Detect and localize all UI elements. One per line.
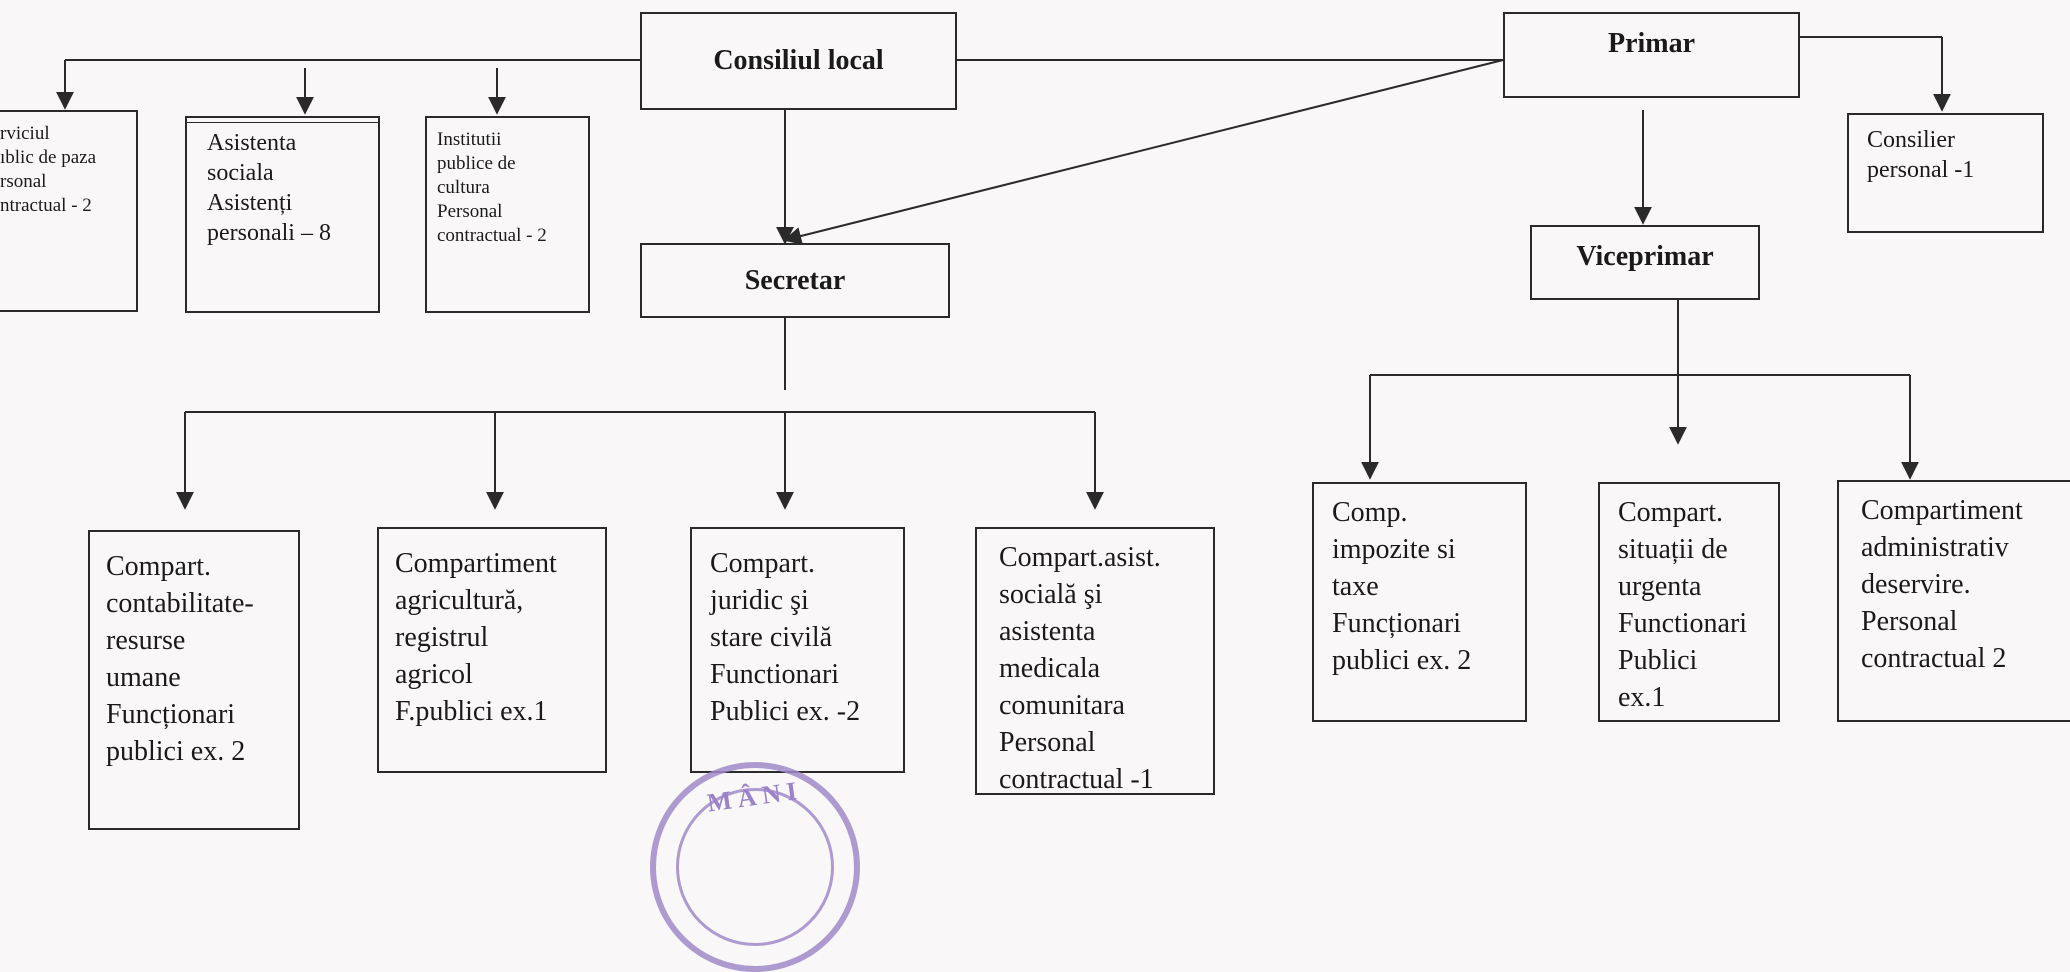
viceprimar-box: Viceprimar bbox=[1530, 225, 1760, 300]
compart-agricultura-box: Compartiment agricultură, registrul agri… bbox=[377, 527, 607, 773]
compart-asist-sociala-box: Compart.asist. socială şi asistenta medi… bbox=[975, 527, 1215, 795]
compart-asist-sociala-label: Compart.asist. socială şi asistenta medi… bbox=[999, 542, 1161, 795]
compart-agricultura-label: Compartiment agricultură, registrul agri… bbox=[395, 548, 557, 727]
asistenta-sociala-label: Asistenta sociala Asistenți personali – … bbox=[207, 130, 331, 246]
consiliul-local-box: Consiliul local bbox=[640, 12, 957, 110]
secretar-box: Secretar bbox=[640, 243, 950, 318]
compart-juridic-box: Compart. juridic şi stare civilă Functio… bbox=[690, 527, 905, 773]
compart-situatii-urgenta-box: Compart. situații de urgenta Functionari… bbox=[1598, 482, 1780, 722]
compartiment-administrativ-label: Compartiment administrativ deservire. Pe… bbox=[1861, 495, 2023, 674]
primar-box: Primar bbox=[1503, 12, 1800, 98]
compartiment-administrativ-box: Compartiment administrativ deservire. Pe… bbox=[1837, 480, 2070, 722]
institutii-cultura-label: Institutii publice de cultura Personal c… bbox=[437, 129, 547, 246]
official-stamp: MÂNI bbox=[650, 762, 860, 972]
consilier-personal-box: Consilier personal -1 bbox=[1847, 113, 2044, 233]
serviciul-paza-box: rviciul ıblic de paza rsonal ntractual -… bbox=[0, 110, 138, 312]
compart-contabilitate-box: Compart. contabilitate- resurse umane Fu… bbox=[88, 530, 300, 830]
comp-impozite-label: Comp. impozite si taxe Funcționari publi… bbox=[1332, 497, 1472, 676]
institutii-cultura-box: Institutii publice de cultura Personal c… bbox=[425, 116, 590, 313]
compart-juridic-label: Compart. juridic şi stare civilă Functio… bbox=[710, 548, 861, 727]
connector-lines bbox=[56, 36, 1951, 510]
serviciul-paza-label: rviciul ıblic de paza rsonal ntractual -… bbox=[0, 123, 97, 216]
comp-impozite-box: Comp. impozite si taxe Funcționari publi… bbox=[1312, 482, 1527, 722]
asistenta-sociala-box: Asistenta sociala Asistenți personali – … bbox=[185, 116, 380, 313]
consilier-personal-label: Consilier personal -1 bbox=[1867, 127, 1975, 183]
compart-situatii-urgenta-label: Compart. situații de urgenta Functionari… bbox=[1618, 497, 1748, 713]
compart-contabilitate-label: Compart. contabilitate- resurse umane Fu… bbox=[106, 551, 254, 767]
